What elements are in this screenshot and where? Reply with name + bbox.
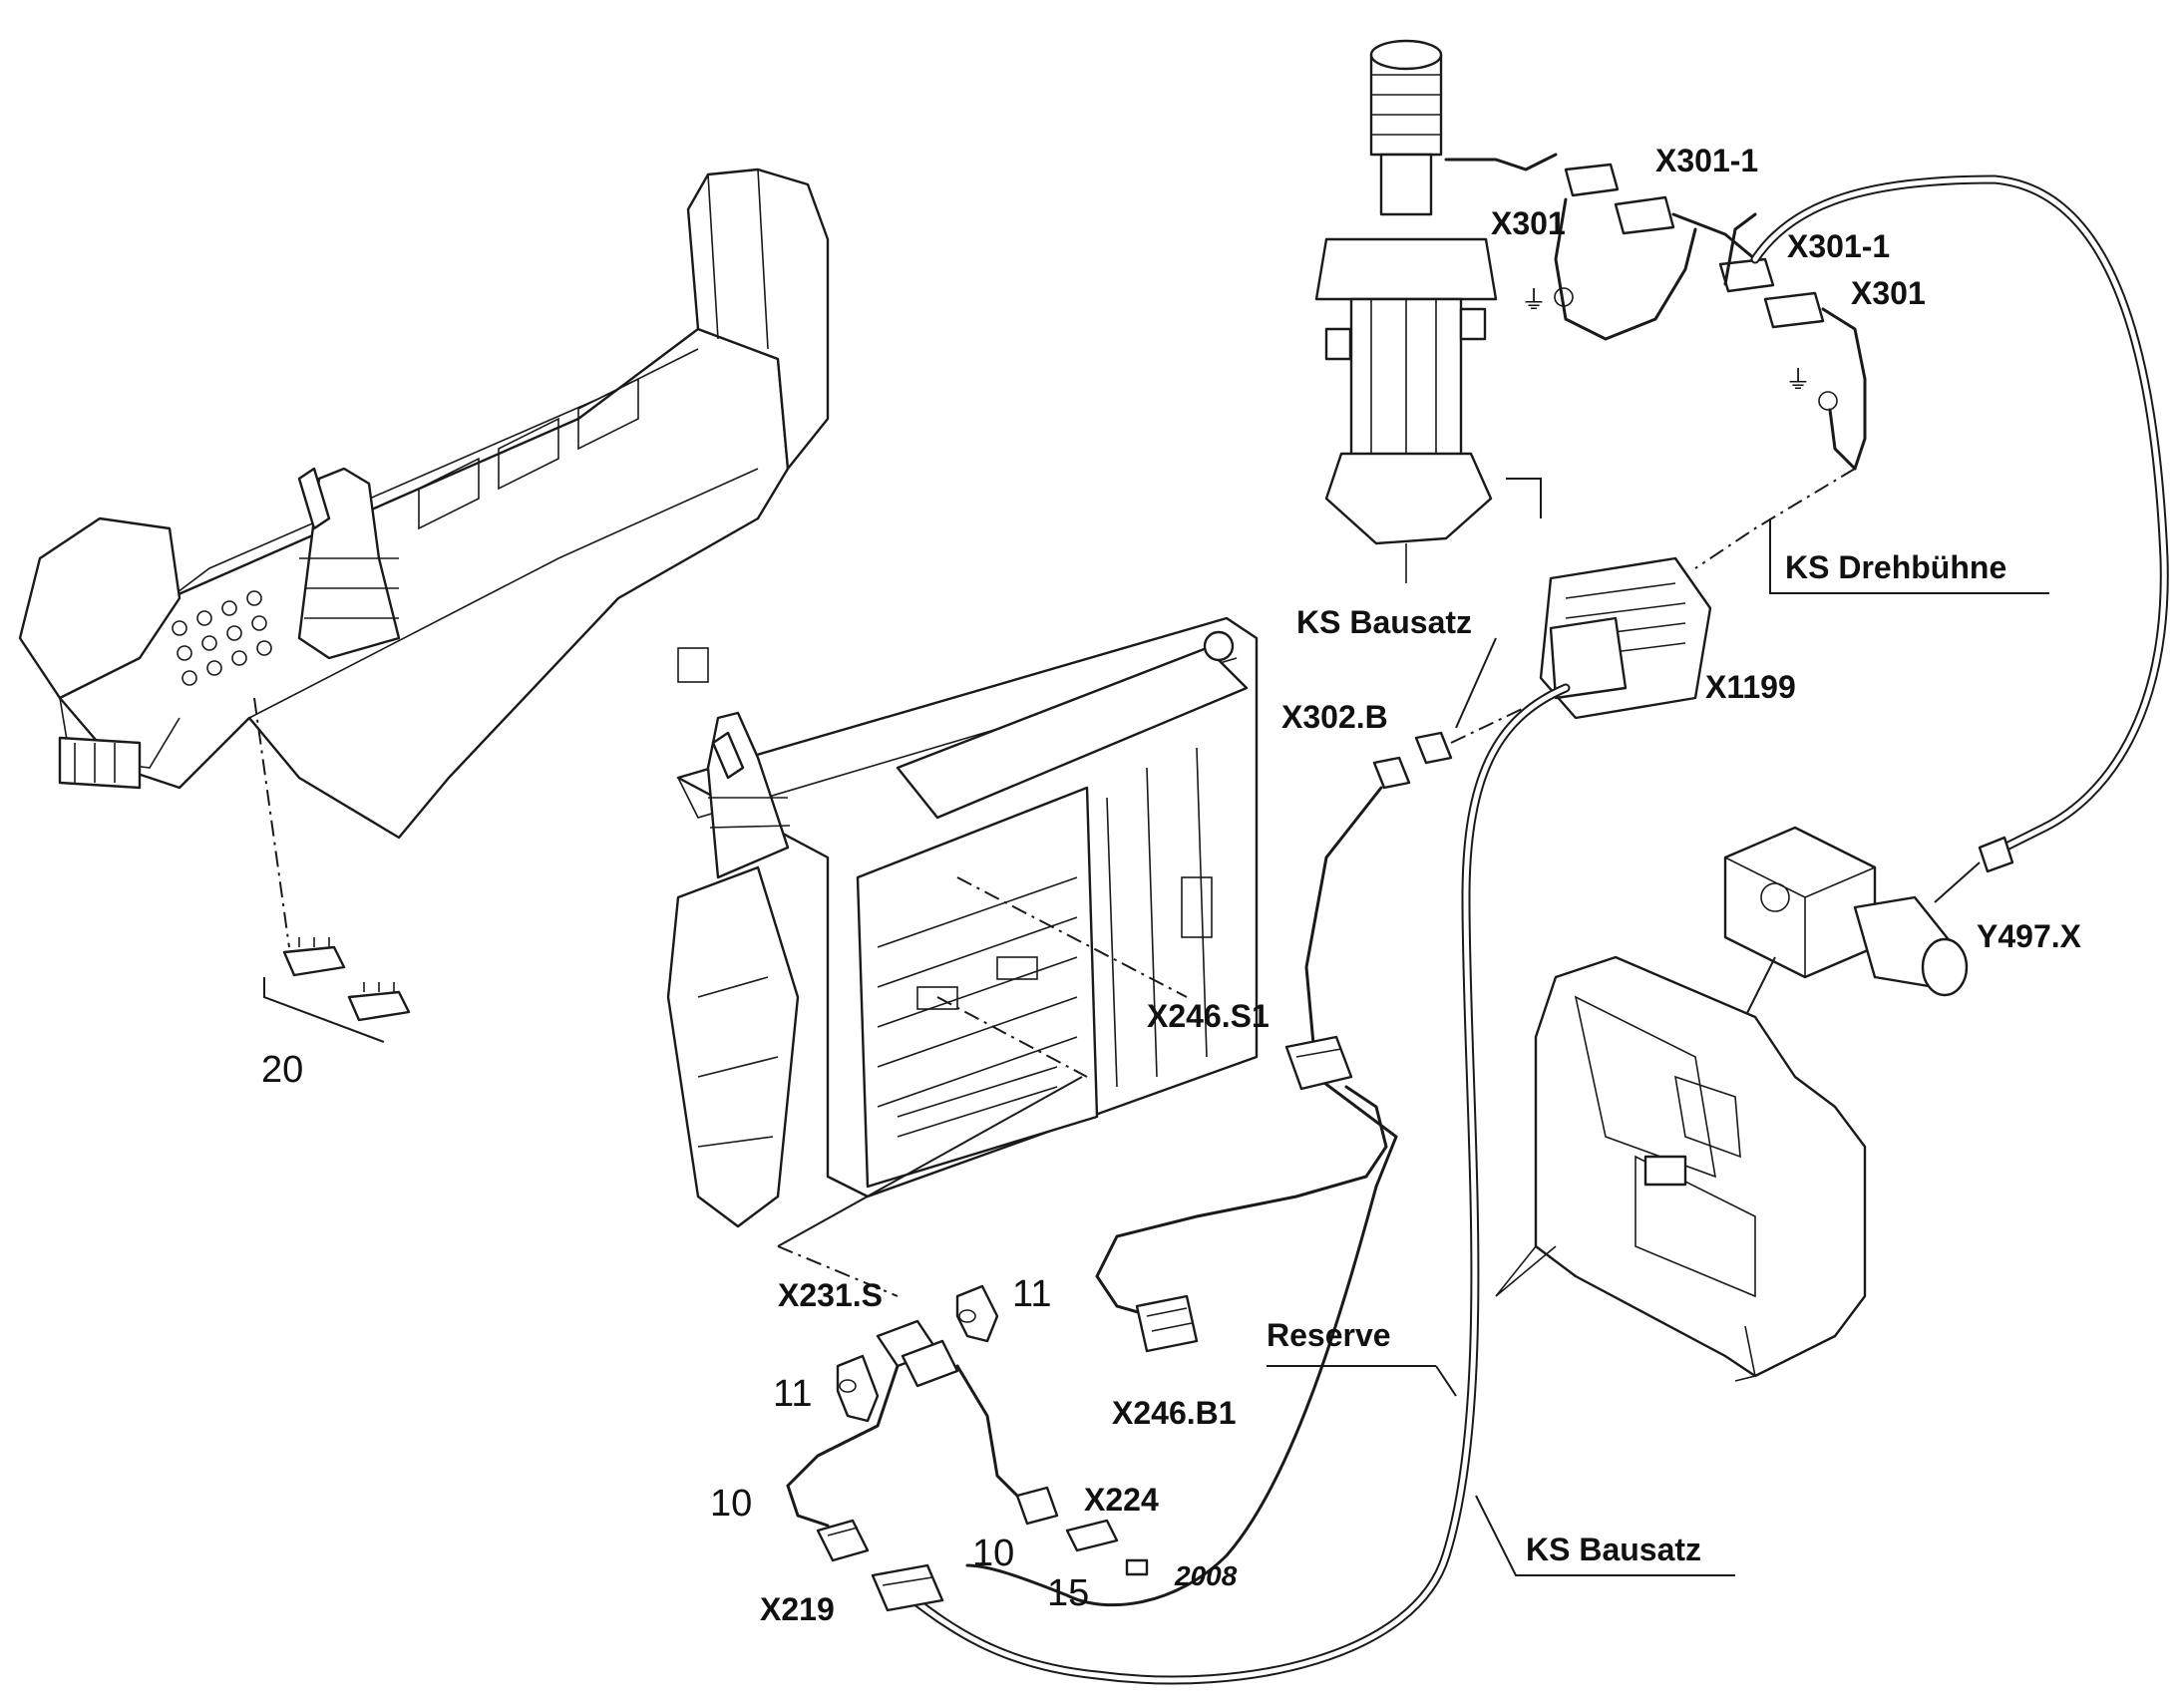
valve-y497-x [1664, 826, 2014, 1178]
label-x224: X224 [1084, 1482, 1159, 1518]
label-ks-bausatz-top: KS Bausatz [1296, 604, 1472, 640]
part-number-10-left: 10 [710, 1483, 752, 1525]
connector-bottom-end [871, 1563, 944, 1612]
center-control-console [666, 616, 1259, 1228]
label-x301-top: X301 [1491, 205, 1566, 241]
ground-lug-1 [1554, 287, 1574, 307]
label-reserve: Reserve [1267, 1317, 1391, 1353]
mounting-frame [1495, 955, 1867, 1382]
ground-symbol-2: ⏚ [1785, 366, 1811, 396]
label-date-code: 2008 [1174, 1560, 1238, 1591]
part-number-20: 20 [261, 1049, 303, 1091]
ground-lug-2 [1818, 391, 1838, 411]
label-x219: X219 [760, 1591, 835, 1627]
label-x246-s1: X246.S1 [1147, 998, 1270, 1034]
label-x1199: X1199 [1705, 669, 1796, 705]
ground-symbol-1: ⏚ [1521, 286, 1547, 316]
leader-x246-s1 [956, 876, 1188, 998]
connector-x224 [1015, 1486, 1059, 1526]
connector-x246-b1 [1135, 1294, 1199, 1353]
leader-ks-bausatz-top [1506, 478, 1542, 518]
part-20-clips [263, 937, 411, 1043]
part-11-clip-left [836, 1354, 880, 1423]
connector-x219 [816, 1519, 870, 1562]
part-11-clip-right [955, 1284, 999, 1343]
connector-x301-top [1554, 163, 1757, 341]
connector-x302-b [1304, 687, 1567, 1189]
leader-board [936, 996, 1088, 1078]
label-y497-x: Y497.X [1977, 918, 2082, 954]
part-number-11-right: 11 [1012, 1273, 1051, 1315]
label-x301-1-right: X301-1 [1787, 228, 1890, 264]
rotary-joint-assembly [1314, 39, 1558, 583]
label-x246-b1: X246.B1 [1112, 1395, 1237, 1431]
label-x301-right: X301 [1851, 275, 1926, 311]
part-number-11-left: 11 [773, 1373, 812, 1415]
cable-2008 [965, 1185, 1378, 1607]
cable-drehbuehne [1694, 468, 1856, 569]
label-x231-s: X231.S [778, 1277, 883, 1313]
label-ks-drehbuehne: KS Drehbühne [1785, 549, 2006, 585]
leader-ks-drehbuehne [1769, 518, 2049, 594]
connector-x246-s1 [1095, 1035, 1388, 1318]
leader-x231-s [777, 1245, 899, 1297]
circuit-board-details [877, 876, 1078, 1138]
leader-ks-bausatz-bottom [1475, 1495, 1735, 1576]
label-x301-1-top: X301-1 [1655, 143, 1758, 178]
leader-part-20 [253, 697, 290, 948]
connector-x231-s [786, 1319, 1019, 1528]
label-x302-b: X302.B [1281, 699, 1388, 735]
connector-x301-1-right [1718, 212, 1867, 471]
cable-y497 [1750, 174, 2169, 857]
left-operator-console [18, 168, 830, 840]
keypad-dots [172, 590, 272, 686]
connector-x1199 [1539, 556, 1712, 720]
part-number-10-right: 10 [972, 1533, 1014, 1574]
part-15-plug [1065, 1519, 1119, 1552]
part-number-15: 15 [1047, 1572, 1089, 1614]
label-ks-bausatz-bottom: KS Bausatz [1526, 1532, 1701, 1567]
